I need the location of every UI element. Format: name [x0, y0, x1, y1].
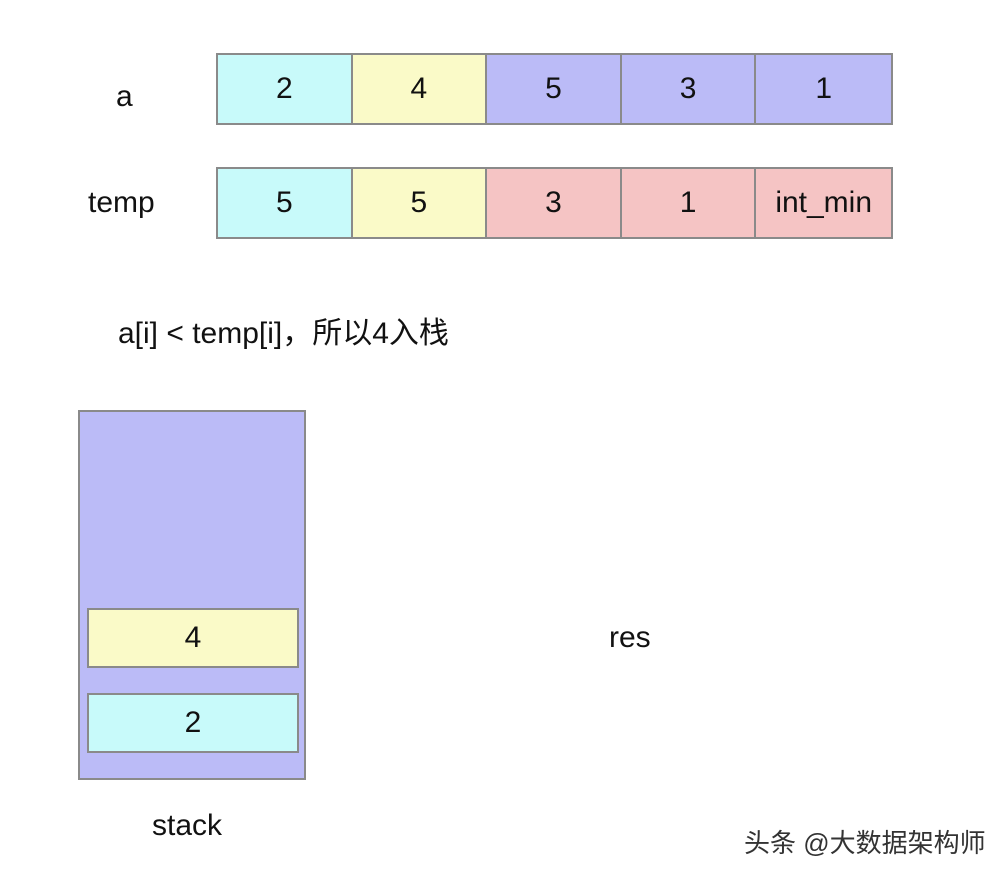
array-a-cell: 2 — [218, 55, 353, 123]
array-a-cell: 1 — [756, 55, 891, 123]
stack-label: stack — [152, 809, 223, 842]
array-temp: 5 5 3 1 int_min — [216, 167, 893, 239]
stack-container: 4 2 — [78, 410, 306, 780]
res-label: res — [609, 621, 651, 654]
array-temp-cell: int_min — [756, 169, 891, 237]
array-temp-cell: 1 — [621, 169, 757, 237]
array-temp-cell: 5 — [218, 169, 353, 237]
array-temp-cell: 3 — [487, 169, 622, 237]
array-a-cell: 4 — [352, 55, 488, 123]
array-a-cell: 5 — [487, 55, 622, 123]
array-a-cell: 3 — [621, 55, 757, 123]
row-label-a: a — [116, 80, 133, 113]
row-label-temp: temp — [88, 186, 155, 219]
array-a: 2 4 5 3 1 — [216, 53, 893, 125]
array-temp-cell: 5 — [352, 169, 488, 237]
stack-item-bottom: 2 — [87, 693, 299, 753]
stack-item-top: 4 — [87, 608, 299, 668]
step-caption: a[i] < temp[i]，所以4入栈 — [118, 317, 449, 350]
watermark: 头条 @大数据架构师 — [744, 828, 986, 858]
